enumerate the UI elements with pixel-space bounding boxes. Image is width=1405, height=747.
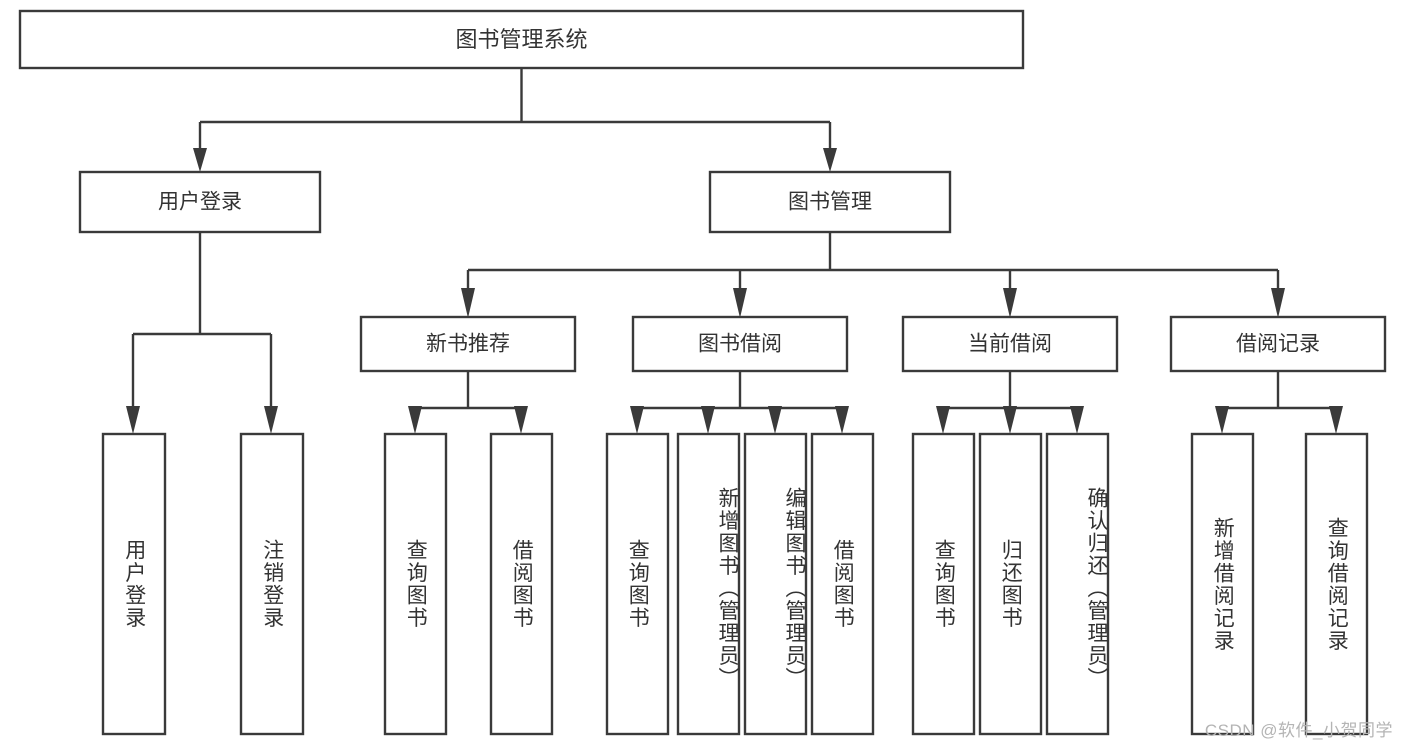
- node-user-login-label: 用户登录: [158, 191, 242, 214]
- node-book-management[interactable]: 图书管理: [708, 170, 952, 234]
- node-leaf-user-logout-box[interactable]: [239, 432, 305, 736]
- arrow-head-current-borrow: [1003, 288, 1017, 318]
- arrow-head-leaf-borrow-book-1: [514, 406, 528, 434]
- arrow-head-new-book-recommend: [461, 288, 475, 318]
- arrow-head-user-login: [193, 148, 207, 172]
- arrow-head-leaf-add-record: [1215, 406, 1229, 434]
- node-leaf-query-book-1-box[interactable]: [383, 432, 448, 736]
- arrow-head-leaf-user-login: [126, 406, 140, 434]
- node-book-borrow-box[interactable]: [631, 315, 849, 373]
- arrow-head-leaf-edit-book: [768, 406, 782, 434]
- node-leaf-borrow-book-1-box[interactable]: [489, 432, 554, 736]
- arrow-head-leaf-query-book-3: [936, 406, 950, 434]
- csdn-watermark: CSDN @软件_小贺同学: [1204, 721, 1393, 740]
- node-current-borrow-label: 当前借阅: [968, 333, 1052, 356]
- node-new-book-recommend[interactable]: 新书推荐: [359, 315, 577, 373]
- node-leaf-add-record-box[interactable]: [1190, 432, 1255, 736]
- node-leaf-add-book-box[interactable]: [676, 432, 741, 736]
- arrow-head-leaf-user-logout: [264, 406, 278, 434]
- node-root-label: 图书管理系统: [455, 27, 587, 52]
- node-book-management-label: 图书管理: [788, 191, 872, 214]
- connectors-borrow-record-to-leaves: [1215, 371, 1343, 434]
- node-root-box[interactable]: [18, 9, 1025, 70]
- arrow-head-leaf-query-record: [1329, 406, 1343, 434]
- node-book-management-box[interactable]: [708, 170, 952, 234]
- arrow-head-leaf-add-book: [701, 406, 715, 434]
- connectors-root-to-level2: [193, 68, 837, 172]
- arrow-head-leaf-return-book: [1003, 406, 1017, 434]
- arrow-head-leaf-query-book-1: [408, 406, 422, 434]
- arrow-head-leaf-query-book-2: [630, 406, 644, 434]
- arrow-head-book-borrow: [733, 288, 747, 318]
- connectors-new-book-recommend-to-leaves: [408, 371, 528, 434]
- node-borrow-record-label: 借阅记录: [1236, 333, 1320, 356]
- arrow-head-borrow-record: [1271, 288, 1285, 318]
- node-current-borrow[interactable]: 当前借阅: [901, 315, 1119, 373]
- connectors-book-borrow-to-leaves: [630, 371, 849, 434]
- leaf-boxes: [101, 432, 1369, 736]
- node-user-login[interactable]: 用户登录: [78, 170, 322, 234]
- node-leaf-query-book-2-box[interactable]: [605, 432, 670, 736]
- connectors-book-management-to-level3: [461, 232, 1285, 318]
- node-leaf-edit-book-box[interactable]: [743, 432, 808, 736]
- node-new-book-recommend-box[interactable]: [359, 315, 577, 373]
- node-leaf-query-book-3-box[interactable]: [911, 432, 976, 736]
- node-current-borrow-box[interactable]: [901, 315, 1119, 373]
- arrow-head-leaf-borrow-book-2: [835, 406, 849, 434]
- node-borrow-record-box[interactable]: [1169, 315, 1387, 373]
- node-leaf-user-login-box[interactable]: [101, 432, 167, 736]
- node-leaf-query-record-box[interactable]: [1304, 432, 1369, 736]
- arrow-head-book-management: [823, 148, 837, 172]
- node-leaf-confirm-return-box[interactable]: [1045, 432, 1110, 736]
- node-leaf-borrow-book-2-box[interactable]: [810, 432, 875, 736]
- node-user-login-box[interactable]: [78, 170, 322, 234]
- node-new-book-recommend-label: 新书推荐: [426, 333, 510, 356]
- node-book-borrow[interactable]: 图书借阅: [631, 315, 849, 373]
- node-leaf-return-book-box[interactable]: [978, 432, 1043, 736]
- node-root[interactable]: 图书管理系统: [18, 9, 1025, 70]
- connectors-user-login-to-leaves: [126, 232, 278, 434]
- arrow-head-leaf-confirm-return: [1070, 406, 1084, 434]
- node-borrow-record[interactable]: 借阅记录: [1169, 315, 1387, 373]
- connectors-current-borrow-to-leaves: [936, 371, 1084, 434]
- node-book-borrow-label: 图书借阅: [698, 333, 782, 356]
